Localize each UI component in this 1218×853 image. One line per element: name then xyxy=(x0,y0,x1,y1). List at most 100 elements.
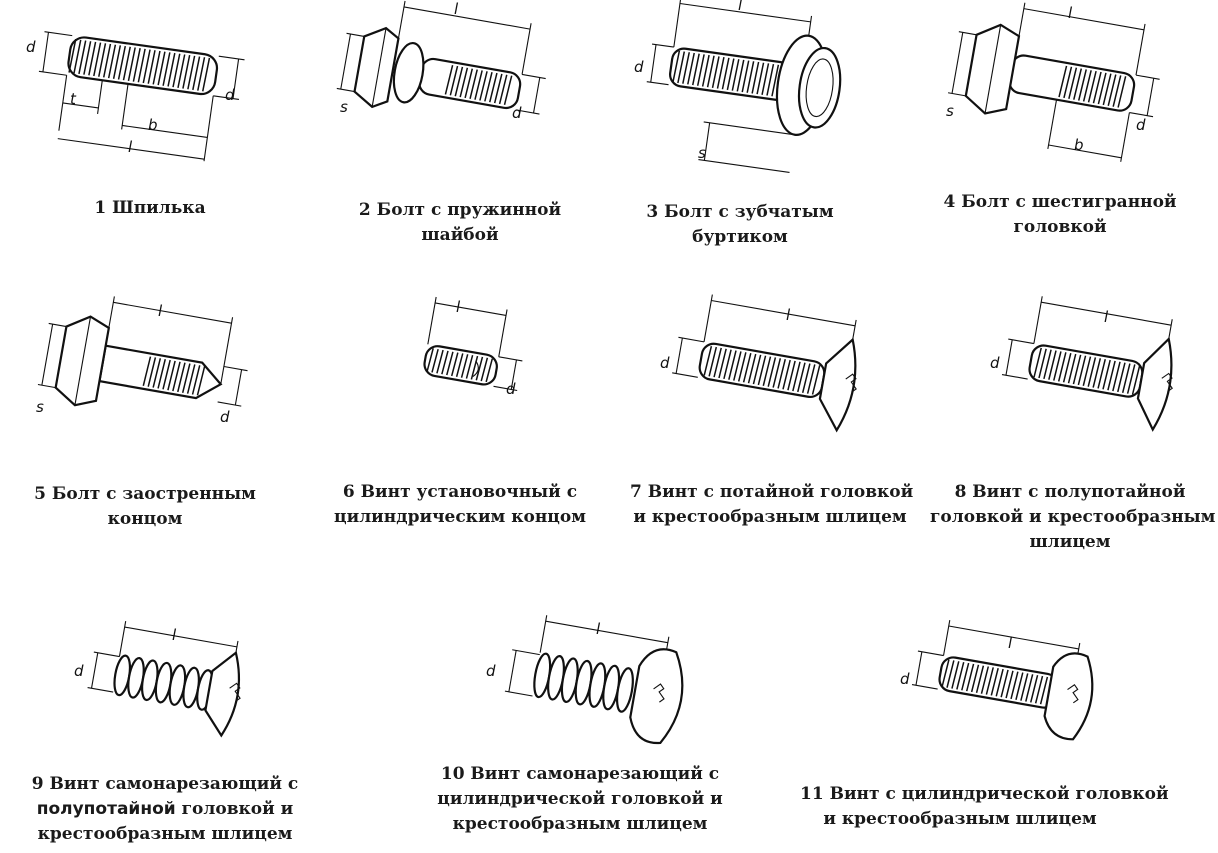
thread-line xyxy=(88,41,97,76)
thread-line xyxy=(718,348,727,379)
thread-line xyxy=(757,355,767,386)
thread-line xyxy=(970,664,980,693)
thread-line xyxy=(736,59,745,92)
thread-line xyxy=(480,357,489,382)
thread-line xyxy=(1039,676,1049,705)
thread-line xyxy=(708,346,718,377)
dim-l-label: l xyxy=(456,298,461,316)
thread-line xyxy=(771,64,780,97)
thread-line xyxy=(449,65,459,96)
stud-drawing: d d t b l xyxy=(26,31,245,162)
thread-line xyxy=(687,52,695,85)
thread-line xyxy=(454,66,464,97)
thread-line xyxy=(956,661,965,690)
dim-d-label: d xyxy=(990,354,1000,372)
dim-l-label: l xyxy=(1104,308,1109,326)
thread-line xyxy=(470,355,479,380)
thread-line xyxy=(980,666,990,694)
thread-line xyxy=(1015,672,1024,700)
thread-line xyxy=(747,353,757,384)
dim-d-label: d xyxy=(74,662,84,680)
thread-line xyxy=(995,668,1004,697)
thread-line xyxy=(441,350,449,375)
thread-line xyxy=(196,365,206,396)
thread-line xyxy=(1038,348,1047,379)
dim-d-label: d xyxy=(512,104,522,122)
coil-turn xyxy=(615,667,634,713)
thread-line xyxy=(1107,360,1116,391)
figure-1-stud: d d t b l 1 Шпилька xyxy=(10,0,260,218)
thread-line xyxy=(746,61,755,93)
thread-line xyxy=(941,659,950,687)
thread-line xyxy=(167,360,176,391)
thread-line xyxy=(484,71,493,102)
thread-line xyxy=(723,349,732,380)
thread-line xyxy=(806,364,816,394)
thread-line xyxy=(474,70,483,100)
thread-line xyxy=(703,346,713,376)
thread-line xyxy=(446,351,454,376)
thread-line xyxy=(737,352,747,382)
thread-line xyxy=(450,352,459,377)
thread-line xyxy=(752,354,762,385)
thread-line xyxy=(181,363,191,393)
thread-line xyxy=(772,358,782,388)
dim-l-label: l xyxy=(172,626,177,644)
thread-line xyxy=(117,45,127,80)
thread-line xyxy=(761,63,770,95)
dim-l-label: l xyxy=(738,0,743,14)
bolt-serrated-flange-drawing: l d s xyxy=(634,0,842,173)
thread-line xyxy=(1067,353,1077,384)
thread-line xyxy=(721,57,730,90)
thread-line xyxy=(1077,355,1087,386)
thread-line xyxy=(677,51,686,84)
thread-line xyxy=(187,55,196,90)
thread-line xyxy=(493,73,503,104)
thread-line xyxy=(672,50,681,83)
thread-line xyxy=(728,350,737,380)
thread-line xyxy=(1043,349,1052,380)
thread-line xyxy=(1033,347,1042,378)
thread-line xyxy=(1025,674,1034,702)
hex-head-bolt-drawing: l b d s xyxy=(946,2,1160,162)
thread-line xyxy=(811,365,821,395)
thread-line xyxy=(98,43,107,77)
thread-line xyxy=(1112,361,1121,392)
dim-l-label: l xyxy=(454,0,459,18)
thread-line xyxy=(1087,357,1097,387)
thread-line xyxy=(78,40,87,75)
thread-line xyxy=(782,359,791,390)
dim-b-label: b xyxy=(1074,136,1084,154)
figure-9-self-tapping-countersunk: l d 9 Винт самонарезающий с полупотайной… xyxy=(32,620,298,844)
countersunk-screw-drawing: l d xyxy=(660,294,857,433)
thread-line xyxy=(186,364,196,394)
thread-line xyxy=(479,71,488,101)
thread-line xyxy=(83,41,92,75)
thread-line xyxy=(1097,359,1106,389)
caption-1: 1 Шпилька xyxy=(94,198,206,218)
thread-line xyxy=(692,53,700,86)
thread-line xyxy=(147,50,156,84)
thread-line xyxy=(1063,66,1073,99)
thread-line xyxy=(706,55,715,88)
thread-line xyxy=(767,357,777,387)
thread-line xyxy=(152,358,162,388)
dim-d-label: d xyxy=(506,380,516,398)
thread-line xyxy=(107,44,117,79)
thread-line xyxy=(122,46,131,81)
thread-line xyxy=(475,356,484,381)
thread-line xyxy=(751,61,760,94)
raised-countersunk-screw-drawing: l d xyxy=(990,296,1173,432)
thread-line xyxy=(1102,73,1112,106)
thread-line xyxy=(1112,75,1122,107)
dim-d-label: d xyxy=(486,662,496,680)
